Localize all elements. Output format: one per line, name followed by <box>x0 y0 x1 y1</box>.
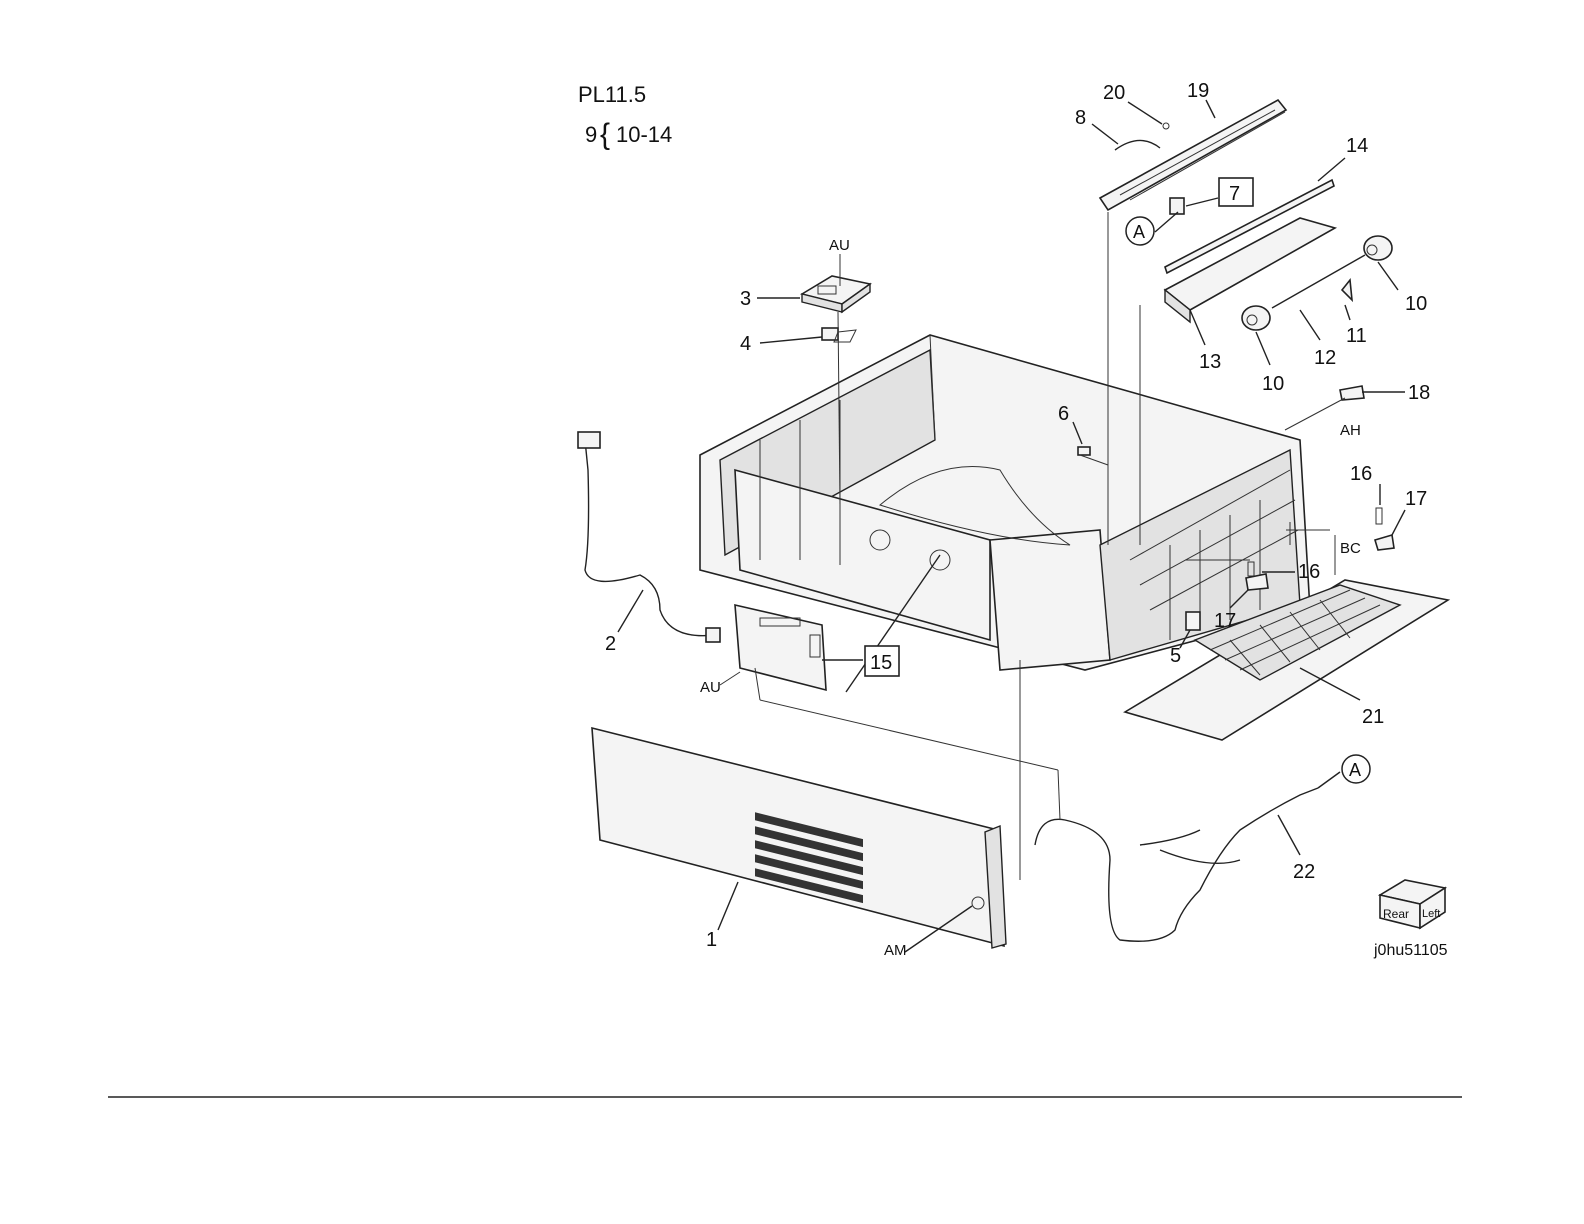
callout-13: 13 <box>1199 351 1221 373</box>
callout-21: 21 <box>1362 706 1384 728</box>
part-2-harness <box>585 440 715 636</box>
svg-text:A: A <box>1133 222 1145 242</box>
part-7-sensor <box>1170 198 1184 214</box>
callout-15: 15 <box>870 652 892 674</box>
part-8-spring <box>1115 140 1160 150</box>
part-19-guide <box>1100 100 1286 210</box>
callout-16-right: 16 <box>1350 463 1372 485</box>
figure-id: j0hu51105 <box>1373 942 1448 959</box>
callout-6: 6 <box>1058 403 1069 425</box>
part-18-bracket <box>1340 386 1364 400</box>
group-main: 9 <box>585 122 597 147</box>
callout-14: 14 <box>1346 135 1368 157</box>
callout-2: 2 <box>605 633 616 655</box>
orientation-cube: Rear Left <box>1380 880 1445 928</box>
callout-11: 11 <box>1346 325 1367 347</box>
callout-16-center: 16 <box>1298 561 1320 583</box>
svg-text:A: A <box>1349 760 1361 780</box>
part-4-clip <box>822 328 856 342</box>
callout-17-center: 17 <box>1214 610 1236 632</box>
ref-am: AM <box>884 942 907 959</box>
part-6-clip <box>1078 447 1090 455</box>
callout-20: 20 <box>1103 82 1125 104</box>
part-20-pin <box>1163 123 1169 129</box>
part-17-lever-right <box>1375 535 1394 550</box>
callout-10-lower: 10 <box>1262 373 1284 395</box>
part-10-roller-lower <box>1242 306 1270 330</box>
callout-15-box: 15 <box>865 646 899 676</box>
part-5-holder <box>1186 612 1200 630</box>
callout-22: 22 <box>1293 861 1315 883</box>
part-16-spring-right <box>1376 508 1382 524</box>
callout-4: 4 <box>740 333 751 355</box>
callout-3: 3 <box>740 288 751 310</box>
cube-face-rear: Rear <box>1383 907 1409 921</box>
part-15-board <box>735 605 826 690</box>
ref-au-bottom: AU <box>700 679 721 696</box>
part-10-roller-upper <box>1364 236 1392 260</box>
part-3-pad <box>802 276 870 312</box>
callout-18: 18 <box>1408 382 1430 404</box>
ref-bc: BC <box>1340 540 1361 557</box>
group-brace: { <box>600 118 610 151</box>
callout-7: 7 <box>1229 183 1240 205</box>
callout-5: 5 <box>1170 645 1181 667</box>
part-1-cover <box>592 728 1006 948</box>
callout-7-box: 7 <box>1219 178 1253 206</box>
ref-a-bottom: A <box>1342 755 1370 783</box>
plate-number: PL11.5 <box>578 82 646 107</box>
part-11-clip <box>1342 280 1352 300</box>
ref-a-top: A <box>1126 217 1154 245</box>
callout-1: 1 <box>706 929 717 951</box>
callout-17-right: 17 <box>1405 488 1427 510</box>
part-22-harness <box>1035 788 1318 941</box>
ref-au-top: AU <box>829 237 850 254</box>
callout-10-upper: 10 <box>1405 293 1427 315</box>
group-range: 10-14 <box>616 122 672 147</box>
callout-19: 19 <box>1187 80 1209 102</box>
cube-face-left: Left <box>1422 908 1440 920</box>
part-2-connector-top <box>578 432 600 448</box>
ref-ah: AH <box>1340 422 1361 439</box>
part-2-connector-bottom <box>706 628 720 642</box>
callout-12: 12 <box>1314 347 1336 369</box>
callout-8: 8 <box>1075 107 1086 129</box>
